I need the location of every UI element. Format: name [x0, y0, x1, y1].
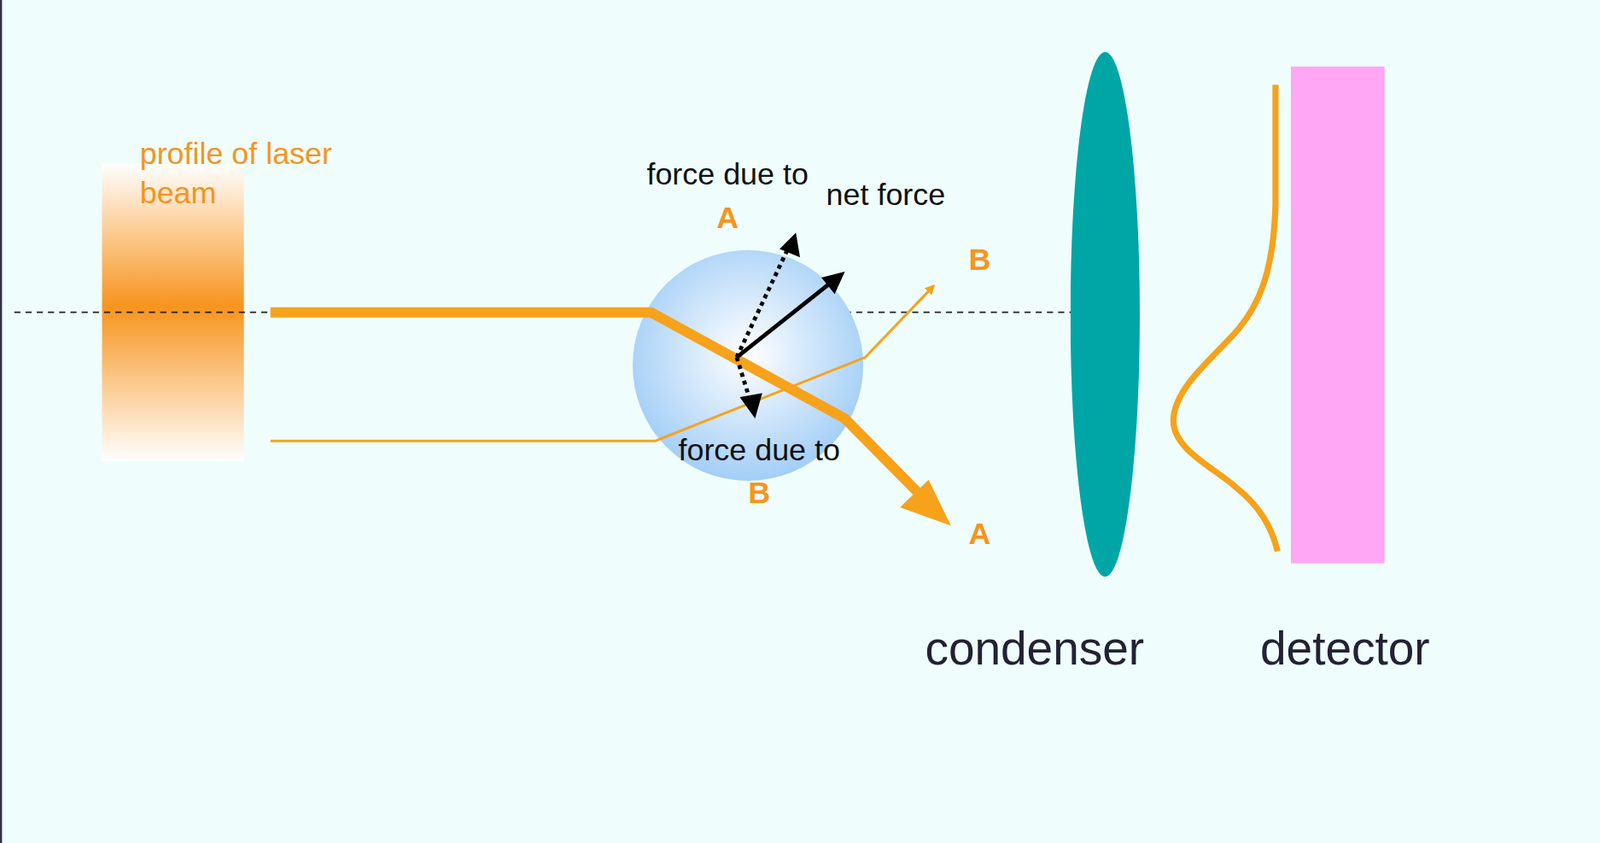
ray-a	[270, 312, 921, 496]
force-a-arrow	[736, 249, 789, 358]
intensity-curve	[1173, 84, 1278, 551]
beam-profile-node: profile of laser beam	[102, 132, 348, 469]
net-force-arrow	[736, 282, 831, 357]
force-label: force due to B	[667, 428, 852, 514]
node-label: condenser	[924, 618, 1145, 678]
ray-b	[270, 286, 935, 442]
ray-label: A	[958, 512, 1000, 555]
condenser-lens-shape	[1070, 52, 1140, 577]
force-a-head	[779, 232, 800, 257]
force-label: force due to A	[641, 152, 815, 239]
condenser-lens: condenser	[1070, 52, 1140, 577]
detector-box-shape	[1290, 66, 1385, 564]
force-label: net force	[824, 173, 947, 217]
node-label: profile of laser beam	[140, 134, 345, 212]
ray-label: B	[958, 237, 1000, 281]
ray-a-head	[899, 479, 952, 526]
detector-box: detector	[1290, 66, 1385, 564]
node-label: detector	[1260, 618, 1431, 678]
force-b-head	[739, 392, 762, 419]
force-b-arrow	[736, 356, 751, 400]
net-force-head	[821, 271, 845, 294]
